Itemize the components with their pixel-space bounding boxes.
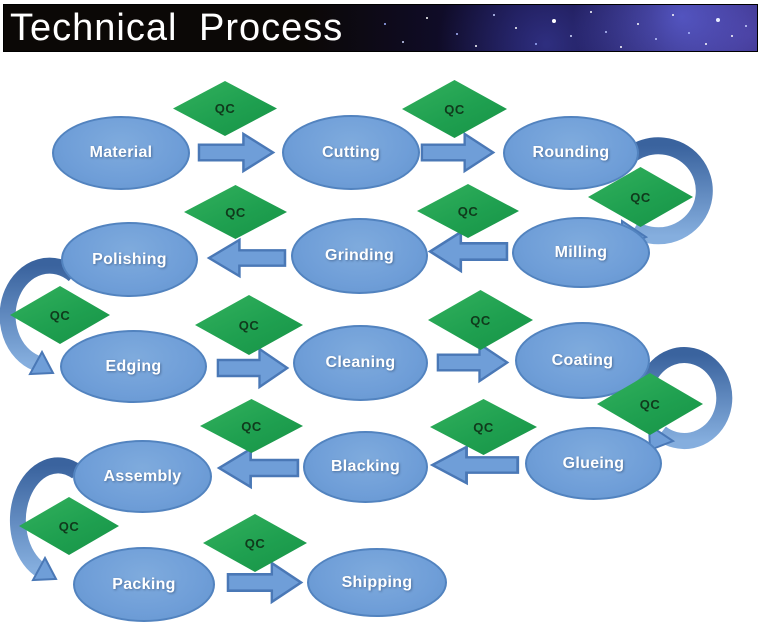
node-shipping: Shipping (307, 548, 447, 617)
node-packing: Packing (73, 547, 215, 622)
node-label: Grinding (324, 247, 395, 264)
qc-label: QC (238, 317, 260, 333)
node-glueing: Glueing (525, 427, 662, 500)
curved-arrow-path (640, 347, 733, 450)
node-label: Rounding (532, 144, 610, 161)
node-label: Glueing (562, 454, 625, 472)
node-blacking: Blacking (303, 431, 428, 503)
qc-label: QC (457, 203, 479, 219)
qc-label: QC (214, 101, 236, 116)
node-label: Edging (105, 357, 162, 375)
node-rounding: Rounding (503, 116, 639, 190)
qc-diamond-blacking-assembly: QC (200, 399, 303, 453)
flow-arrow-material-to-cutting (197, 131, 276, 174)
curved-arrow-path (9, 457, 82, 576)
arrowhead-icon (28, 349, 55, 376)
node-material: Material (52, 116, 190, 190)
qc-diamond-material-cutting: QC (173, 81, 277, 136)
curved-arrow-polishing-to-edging (0, 257, 80, 376)
flow-arrow-packing-to-shipping (226, 560, 304, 605)
node-label: Polishing (92, 250, 167, 268)
flow-arrow-cutting-to-rounding (420, 131, 496, 174)
qc-label: QC (473, 419, 494, 435)
qc-label: QC (639, 396, 661, 412)
node-label: Shipping (341, 573, 413, 591)
flow-arrow-edging-to-cleaning (216, 346, 290, 390)
flow-arrow-grinding-to-polishing (206, 237, 287, 279)
flow-arrow-blacking-to-assembly (216, 446, 300, 490)
node-cleaning: Cleaning (293, 325, 428, 401)
qc-label: QC (58, 518, 80, 534)
arrowhead-icon (31, 555, 58, 582)
curved-arrow-path (609, 137, 713, 245)
page-title: Technical Process (10, 7, 344, 49)
node-label: Assembly (103, 467, 182, 485)
flow-arrow-glueing-to-blacking (429, 444, 520, 486)
qc-label: QC (241, 418, 262, 434)
qc-label: QC (225, 204, 246, 220)
flow-arrow-milling-to-grinding (427, 229, 509, 274)
node-label: Cleaning (325, 354, 396, 371)
title-bar: Technical Process (3, 4, 758, 52)
node-polishing: Polishing (61, 222, 198, 297)
node-label: Cutting (321, 143, 381, 161)
node-label: Blacking (330, 458, 401, 475)
qc-label: QC (244, 535, 266, 551)
flow-arrow-cleaning-to-coating (436, 341, 510, 384)
node-label: Packing (112, 575, 176, 593)
node-grinding: Grinding (291, 218, 428, 294)
node-edging: Edging (60, 330, 207, 403)
node-assembly: Assembly (73, 440, 212, 513)
qc-label: QC (49, 307, 71, 323)
starfield-decoration (4, 5, 6, 7)
qc-label: QC (444, 101, 465, 117)
node-label: Material (89, 144, 153, 161)
qc-diamond-cutting-rounding: QC (402, 80, 507, 138)
qc-diamond-grinding-polishing: QC (184, 185, 287, 239)
node-label: Coating (551, 351, 614, 369)
node-label: Milling (554, 243, 608, 261)
node-milling: Milling (512, 217, 650, 288)
qc-label: QC (470, 312, 491, 328)
qc-label: QC (630, 189, 651, 205)
curved-arrow-assembly-to-packing (9, 457, 82, 582)
curved-arrow-path (0, 257, 80, 371)
node-cutting: Cutting (282, 115, 420, 190)
